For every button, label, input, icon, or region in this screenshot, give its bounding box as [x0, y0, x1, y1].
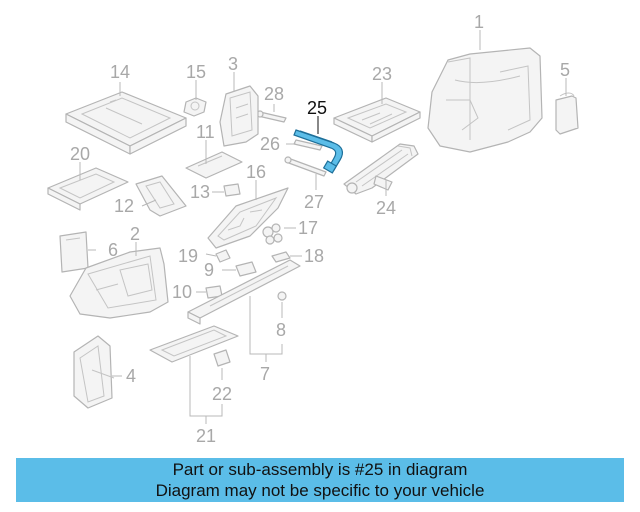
callout-24: 24: [376, 198, 396, 218]
part-17-grommets: [262, 223, 283, 245]
part-4-lower-bracket: [73, 335, 115, 409]
callout-21: 21: [196, 426, 216, 446]
callout-13: 13: [190, 182, 210, 202]
callout-6: 6: [108, 240, 118, 260]
leader-lines: [79, 30, 567, 424]
callout-2: 2: [130, 224, 140, 244]
callout-8: 8: [276, 320, 286, 340]
part-23-tray: [333, 97, 421, 143]
callout-16: 16: [246, 162, 266, 182]
callout-28: 28: [264, 84, 284, 104]
part-3-bracket: [219, 85, 259, 147]
callout-11: 11: [196, 122, 215, 142]
callout-19: 19: [178, 246, 198, 266]
callout-23: 23: [372, 64, 392, 84]
banner-line-disclaimer: Diagram may not be specific to your vehi…: [155, 481, 485, 500]
callout-1: 1: [474, 12, 484, 32]
part-12-bracket: [135, 175, 187, 217]
part-22-clip: [213, 349, 231, 367]
callout-26: 26: [260, 134, 280, 154]
callout-10: 10: [172, 282, 192, 302]
parts-diagram: 1 2 3 4 5 6 7 8 9 10 11 12 13 14 15 16 1…: [47, 12, 579, 446]
part-25-lug-wrench: [293, 129, 344, 174]
callout-labels: 1 2 3 4 5 6 7 8 9 10 11 12 13 14 15 16 1…: [70, 12, 570, 446]
callout-9: 9: [204, 260, 214, 280]
callout-14: 14: [110, 62, 130, 82]
callout-15: 15: [186, 62, 206, 82]
part-16-side-panel: [207, 187, 289, 249]
part-9-clip: [235, 261, 257, 277]
callout-7: 7: [260, 364, 270, 384]
info-banner: Part or sub-assembly is #25 in diagram D…: [16, 458, 624, 502]
part-19-tab: [215, 249, 231, 263]
callout-25: 25: [307, 98, 327, 118]
callout-17: 17: [298, 218, 318, 238]
part-14-floor-cover: [65, 91, 187, 155]
callout-12: 12: [114, 196, 134, 216]
part-6-pad: [59, 231, 89, 273]
callout-20: 20: [70, 144, 90, 164]
part-7-sill-plate: [187, 259, 301, 325]
callout-5: 5: [560, 60, 570, 80]
callout-18: 18: [304, 246, 324, 266]
part-15-clip: [183, 97, 207, 117]
callout-4: 4: [126, 366, 136, 386]
part-27-bar: [284, 156, 327, 177]
part-13-block: [223, 183, 241, 197]
part-28-rod: [256, 110, 287, 123]
callout-22: 22: [212, 384, 232, 404]
part-24-jack: [343, 143, 419, 195]
part-21-cover: [149, 325, 239, 363]
part-5-pad: [555, 92, 579, 135]
part-26-bar: [293, 139, 323, 151]
banner-line-part-number: Part or sub-assembly is #25 in diagram: [172, 460, 468, 479]
callout-27: 27: [304, 192, 324, 212]
callout-3: 3: [228, 54, 238, 74]
part-2-quarter-lower: [69, 247, 169, 319]
part-1-quarter-trim: [427, 47, 543, 153]
part-18-tab: [271, 251, 291, 263]
part-11-plate: [185, 151, 243, 179]
